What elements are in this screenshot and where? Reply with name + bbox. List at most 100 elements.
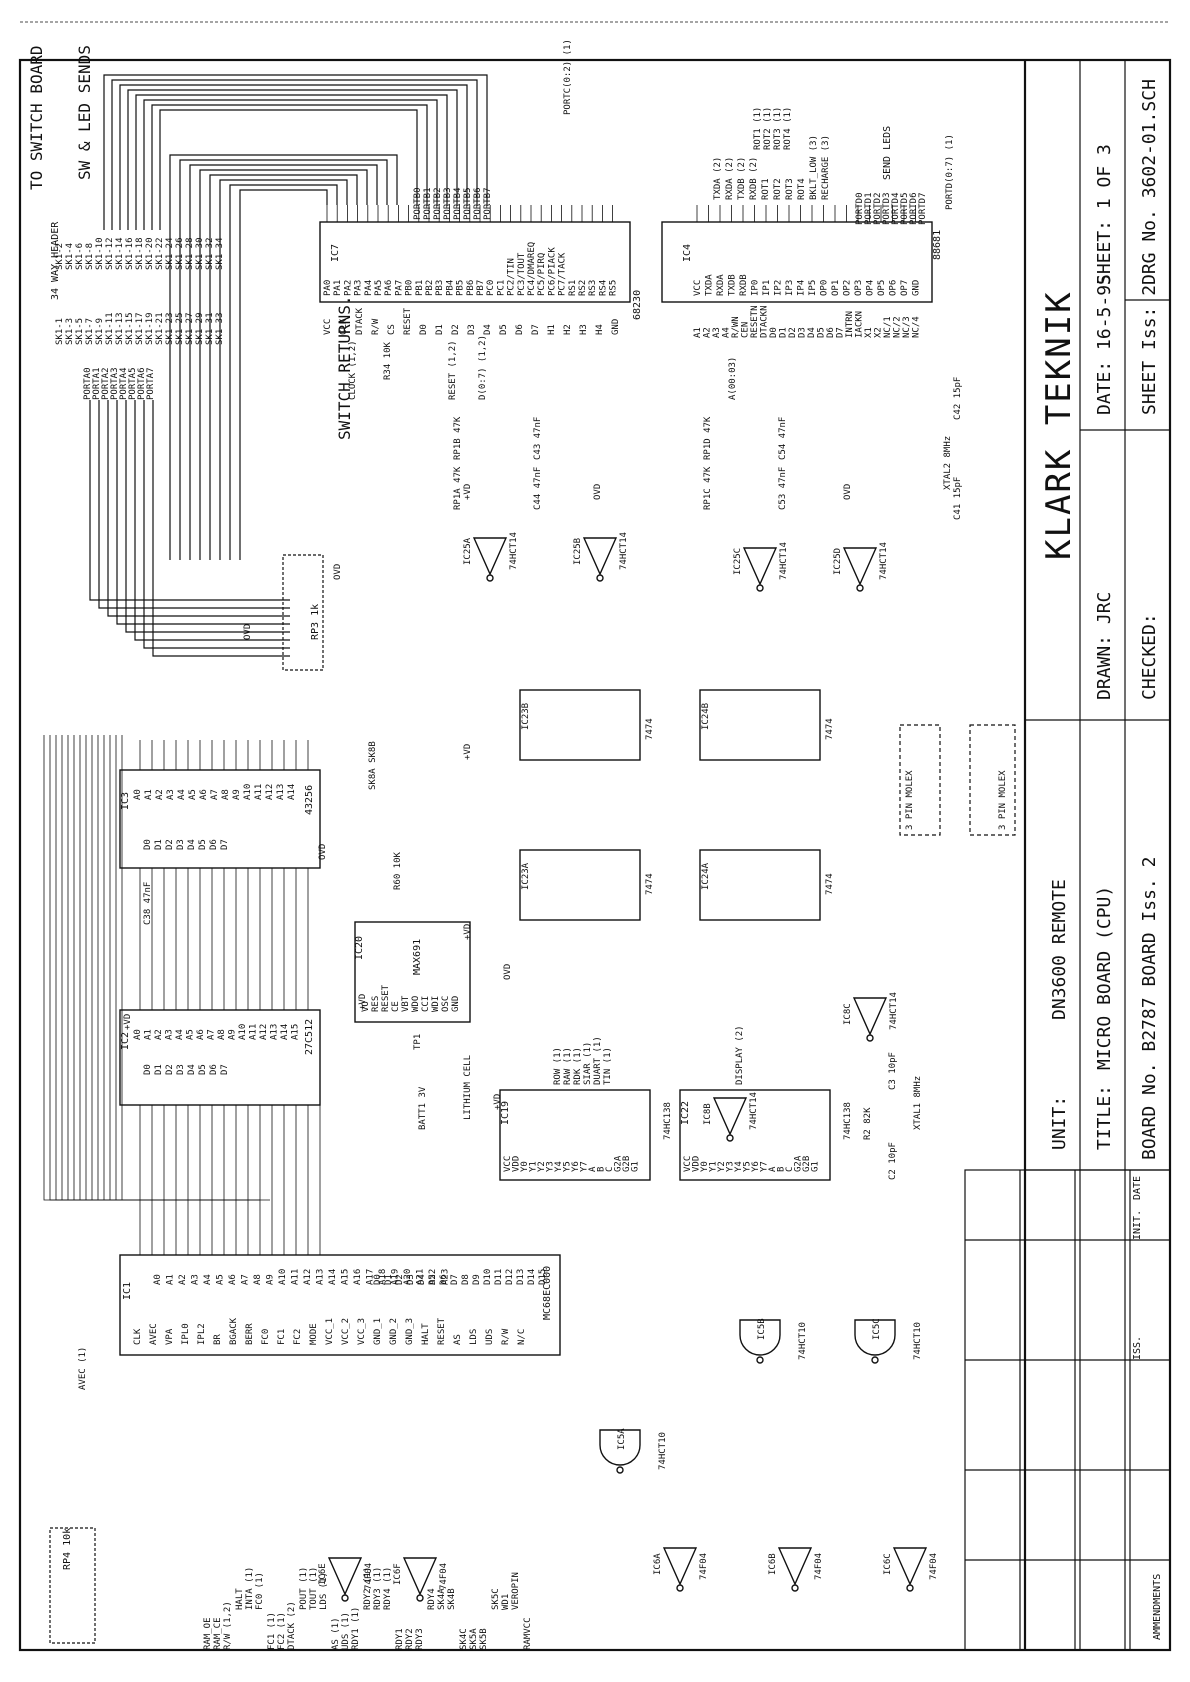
sk1-pin-label: SK1-32 [205,237,215,270]
ic6a-inverter [662,1547,698,1586]
ic8c-inverter-bubble [866,1034,874,1042]
ic19-pin-label: Y5 [563,1161,573,1172]
ic1-pin-label: LDS [469,1329,479,1345]
ic22-pin-label: VDD [692,1156,702,1172]
duart-signal-label: ROT3 [785,178,795,200]
sk1-pin-label: SK1-22 [155,237,165,270]
ic6c-inverter [892,1547,928,1586]
inverter-ref: IC6B [768,1553,778,1575]
ic2-pin-label: A12 [259,1024,269,1040]
portb-wire [127,89,458,230]
signal-label: SK4A [437,1588,447,1610]
svg-text:IC5B: IC5B [757,1318,767,1340]
ic25b-inverter [582,537,618,576]
ic7-pin-label: PA0 [323,280,333,296]
signal-label: VEROPIN [511,1572,521,1610]
signal-label: FC2 (1) [277,1612,287,1650]
ic2-pin-label: D5 [198,1064,208,1075]
ic4-pin-label: D2 [788,327,798,338]
svg-text:IC20: IC20 [354,936,365,960]
ic6b-inverter [777,1547,813,1586]
ic20-pin-label: VO [361,1001,371,1012]
porta-label: PORTA0 [83,367,93,400]
ic1-pin-label: D13 [516,1269,526,1285]
ic5c-nand: IC5C 74HCT10 [854,1318,923,1364]
ic4-pin-label: INTRN [845,311,855,338]
ic3-pin-label: D7 [220,839,230,850]
ic7-pin-label: PC5/PIRQ [537,253,547,296]
component-label: RP1C 47K [703,466,713,510]
ic19-chip: IC19 74HC138 [499,1089,673,1181]
ic22-pin-label: G2B [802,1156,812,1172]
supply-label: +VD [123,1014,133,1030]
inverter-ref: IC25C [733,548,743,575]
svg-text:IC7: IC7 [330,244,341,262]
ic1-pin-label: D15 [538,1269,548,1285]
ic22-pin-label: B [777,1167,787,1172]
unit-label: UNIT: [1049,1096,1070,1150]
sheet-border [18,58,1172,1652]
ic2-pin-label: A4 [175,1029,185,1040]
ic22-pin-label: VCC [683,1156,693,1172]
switch-return-wire [116,400,290,625]
ic6e-inverter [327,1557,363,1596]
inverter-part: 74F04 [439,1563,449,1590]
title-value: MICRO BOARD (CPU) [1094,886,1115,1070]
duart-signal-label: ROT4 [797,178,807,200]
ic2-pin-label: D1 [154,1064,164,1075]
ic2-pin-label: A0 [133,1029,143,1040]
ic19-pin-label: G1 [631,1161,641,1172]
component-label: C2 10pF [888,1142,898,1180]
ic2-pin-label: A11 [249,1024,259,1040]
ic4-pin-label: CEN [741,322,751,338]
send-leds-label: SEND LEDS [882,126,893,180]
ic1-pin-label: D0 [373,1274,383,1285]
ic1-pin-label: A13 [316,1269,326,1285]
ic20-pin-label: CCI [421,996,431,1012]
ic3-pin-label: A14 [287,784,297,800]
svg-text:74HC138: 74HC138 [843,1102,853,1140]
ic7-pin-label: GND [611,319,621,335]
sk1-pin-label: SK1-15 [125,312,135,345]
ic1-pin-label: D12 [505,1269,515,1285]
ic24b-flipflop: IC24B 7474 [699,689,835,761]
board-number: BOARD No. B2787 BOARD Iss. 2 [1139,857,1160,1160]
portb-wire [143,99,438,230]
ic7-pin-label: RS5 [609,280,619,296]
sk1-pin-label: SK1-24 [165,237,175,270]
switch-returns-label: SWITCH RETURNS. [335,296,354,441]
ic2-pin-label: A14 [280,1024,290,1040]
ic4-pin-label: OP0 [820,280,830,296]
svg-text:74HCT10: 74HCT10 [658,1432,668,1470]
ic19-output-label: RDK (1) [573,1047,583,1085]
ic7-pin-label: PA7 [394,280,404,296]
ic19-pin-label: Y6 [571,1161,581,1172]
ic19-pin-label: VDD [512,1156,522,1172]
duart-signal-label: BKLT_LOW (3) [809,135,819,200]
title-label: TITLE: [1094,1085,1115,1150]
ic1-pin-label: VCC_3 [357,1318,367,1345]
ic1-pin-label: RESET [437,1317,447,1345]
ic6f-inverter [402,1557,438,1596]
ic7-pin-label: RS2 [578,280,588,296]
ic7-pin-label: PC0 [486,280,496,296]
porta-wire [169,154,398,560]
sk1-pin-label: SK1-17 [135,312,145,345]
ic1-pin-label: R/W [501,1328,511,1345]
ic1-pin-label: VPA [165,1328,175,1345]
ic20-pin-label: RESET [381,984,391,1012]
ic4-pin-label: NC/1 [883,316,893,338]
ic3-pin-label: A5 [188,789,198,800]
ic3-pin-label: A9 [232,789,242,800]
ic1-pin-label: D3 [406,1274,416,1285]
ic3-pin-label: A6 [199,789,209,800]
ic22-pin-label: Y0 [700,1161,710,1172]
sw-led-sends-label: SW & LED SENDS [75,45,94,180]
checked-by: CHECKED: [1139,613,1160,700]
ic4-pin-label: D1 [779,327,789,338]
ic4-pin-label: GND [912,280,922,296]
ic2-pin-label: A13 [270,1024,280,1040]
inverter-part: 74HCT14 [779,542,789,580]
portd-label: PORTD5 [900,192,910,225]
ic4-pin-label: A3 [712,327,722,338]
